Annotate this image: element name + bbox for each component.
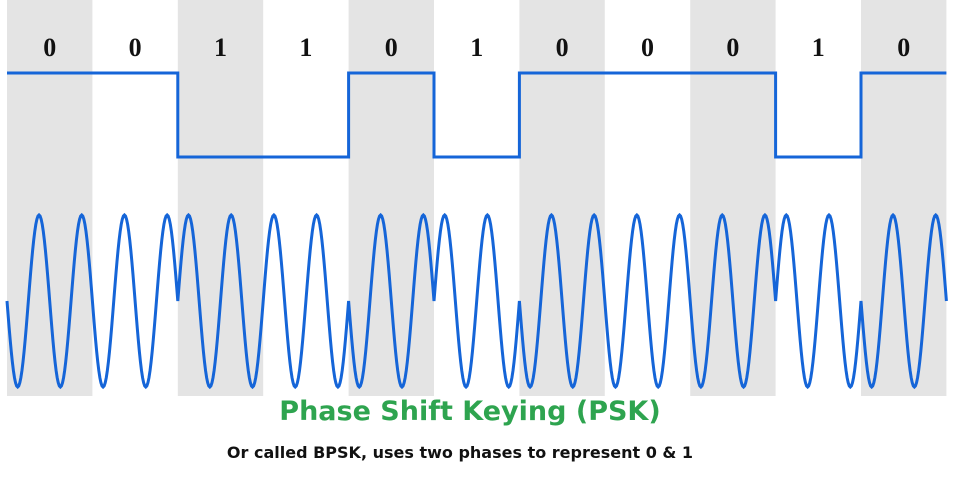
- bit-label: 1: [214, 33, 227, 62]
- bit-column-shade: [690, 0, 776, 396]
- bit-label: 0: [556, 33, 569, 62]
- bit-label: 0: [897, 33, 910, 62]
- bit-label: 0: [129, 33, 142, 62]
- diagram-subtitle: Or called BPSK, uses two phases to repre…: [226, 443, 694, 462]
- bit-column-shade: [348, 0, 434, 396]
- bit-label: 0: [726, 33, 739, 62]
- bit-column-shade: [519, 0, 605, 396]
- diagram-title: Phase Shift Keying (PSK): [279, 396, 661, 427]
- bit-label: 0: [43, 33, 56, 62]
- bit-label: 1: [812, 33, 825, 62]
- bit-label: 0: [641, 33, 654, 62]
- psk-carrier-wave: [5, 212, 948, 390]
- bit-label: 1: [470, 33, 483, 62]
- bit-column-shade: [861, 0, 947, 396]
- bit-column-shade: [7, 0, 93, 396]
- psk-waveform-figure: 0 0 1 1 0 1 0 0 0 1 0: [5, 0, 948, 396]
- bit-column-shade: [177, 0, 264, 396]
- digital-signal-line: [7, 71, 947, 159]
- bit-label: 1: [299, 33, 312, 62]
- bit-label: 0: [385, 33, 398, 62]
